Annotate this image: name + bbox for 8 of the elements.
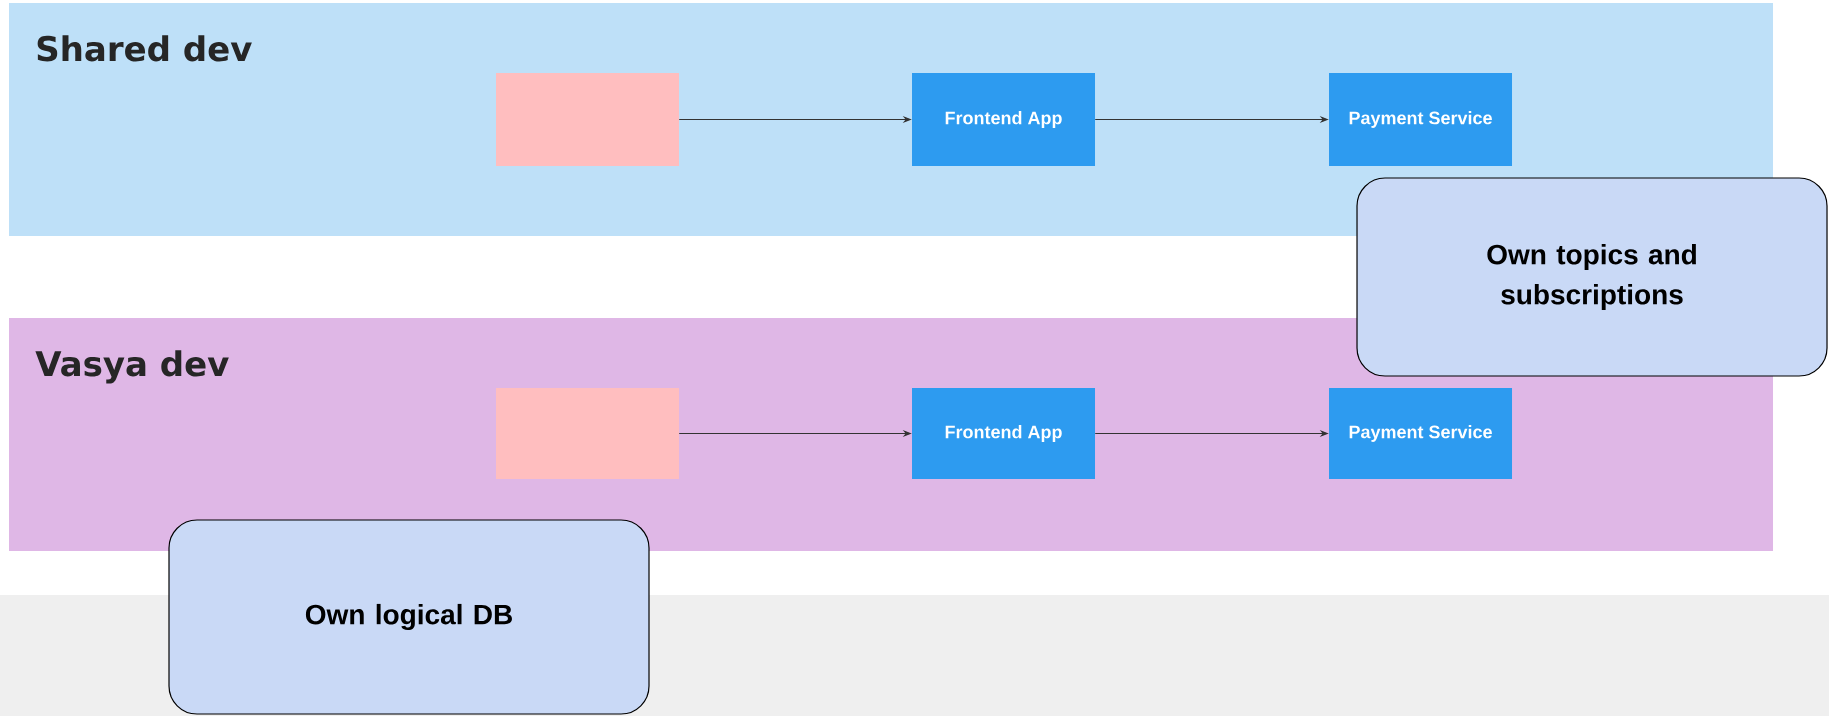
callout-box: Own logical DB — [168, 519, 650, 715]
callout-box: Own topics and subscriptions — [1356, 177, 1828, 377]
service-box: Frontend App — [912, 388, 1095, 479]
proxy-box — [496, 73, 679, 166]
service-box: Payment Service — [1329, 73, 1512, 166]
service-box: Frontend App — [912, 73, 1095, 166]
service-box: Payment Service — [1329, 388, 1512, 479]
proxy-box — [496, 388, 679, 479]
